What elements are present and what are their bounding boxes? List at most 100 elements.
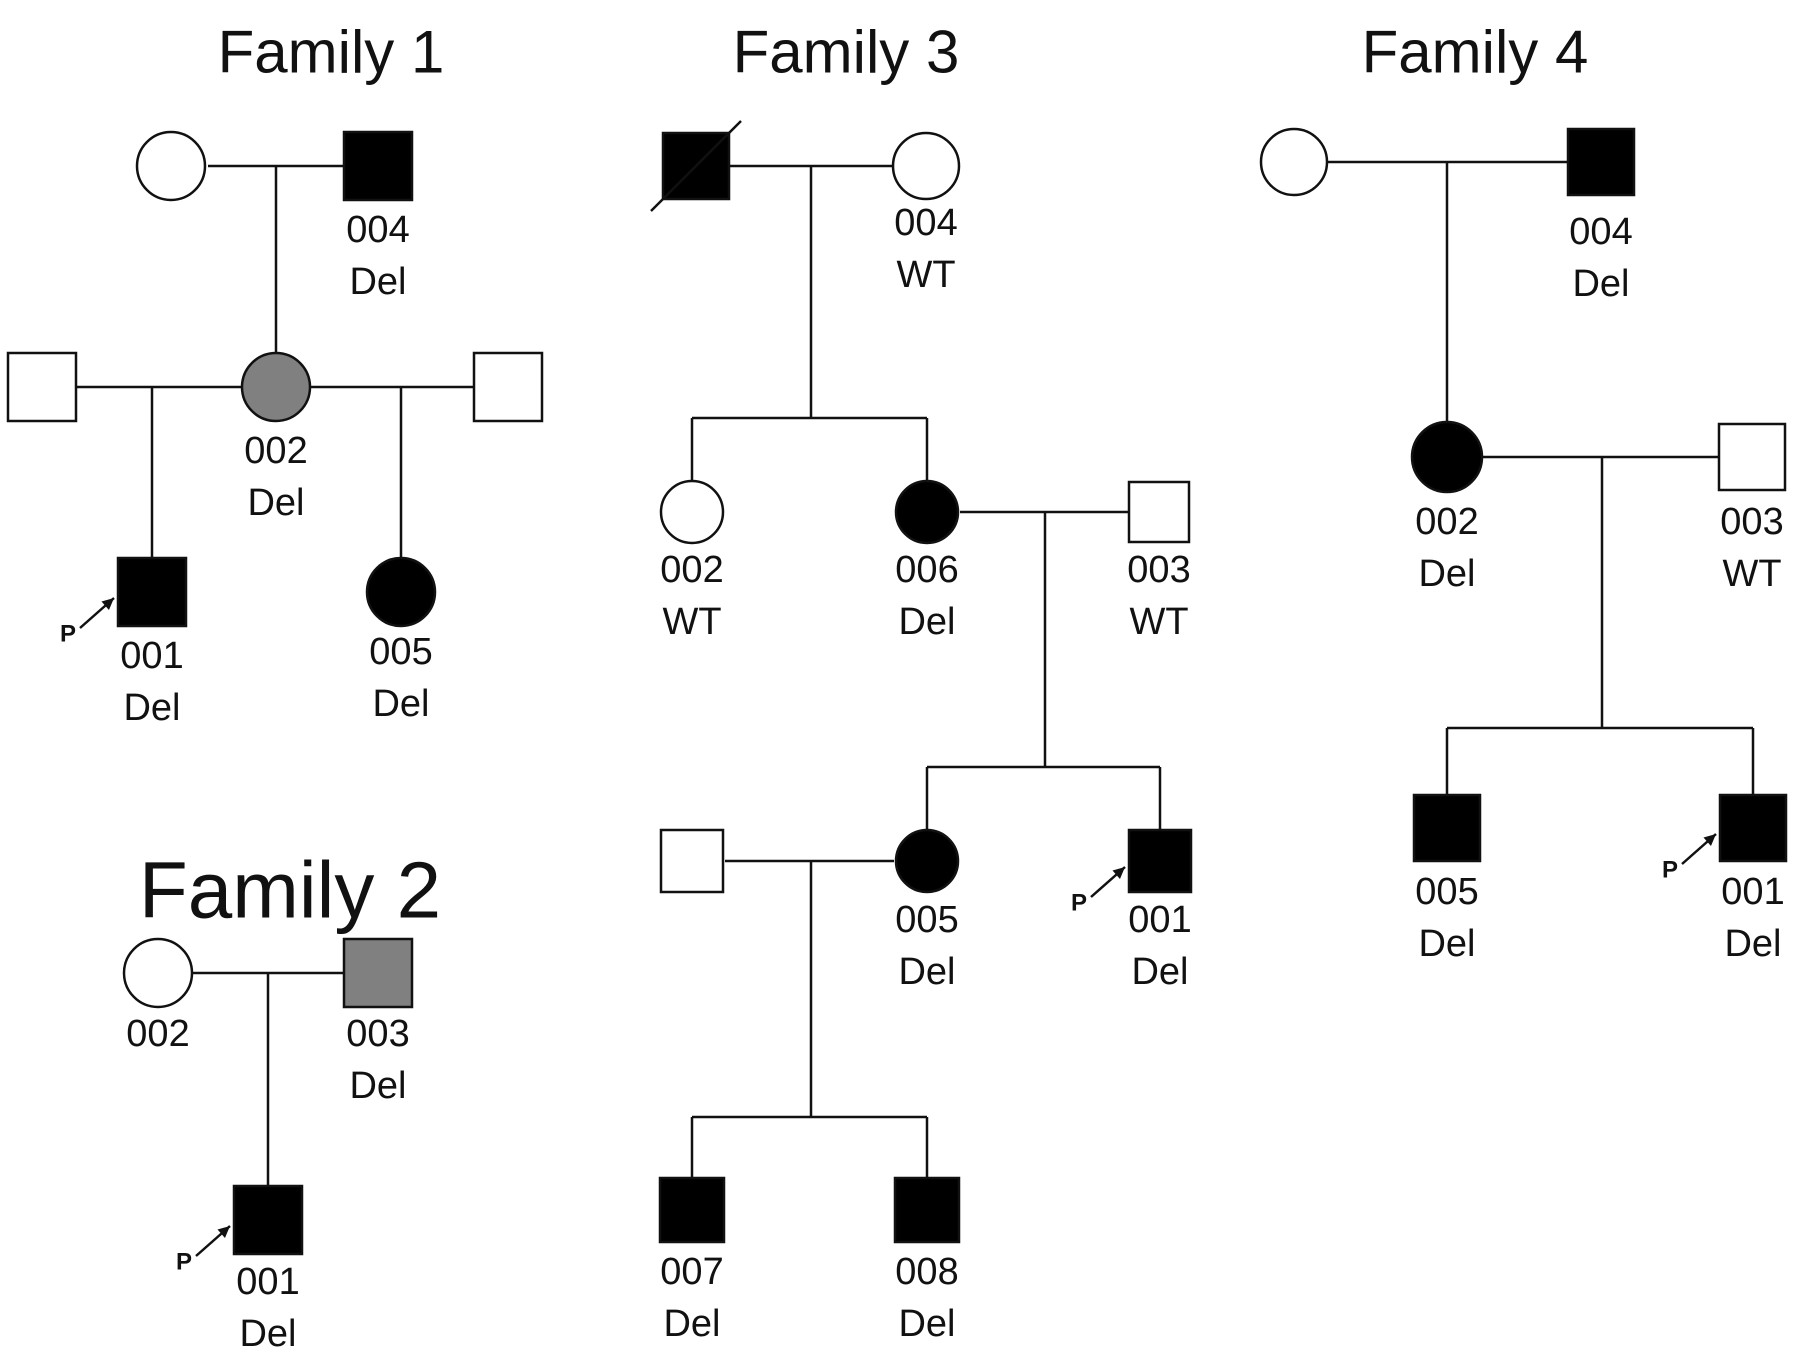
person-id-label: 002 — [1415, 501, 1478, 543]
person-f3-sister-partner — [659, 828, 725, 894]
family-title: Family 3 — [733, 19, 960, 86]
genotype-label: WT — [1722, 553, 1781, 595]
affected-male-square — [1718, 793, 1788, 863]
family-title: Family 4 — [1362, 19, 1589, 86]
person-id-label: 002 — [244, 430, 307, 472]
person-id-label: 001 — [1721, 871, 1784, 913]
proband-arrow-icon — [195, 1225, 231, 1257]
person-id-label: 004 — [346, 209, 409, 251]
genotype-label: Del — [1418, 923, 1475, 965]
relationship-lines — [76, 160, 1755, 1187]
genotype-label: Del — [349, 1065, 406, 1107]
affected-female-circle — [894, 828, 960, 894]
person-id-label: 008 — [895, 1251, 958, 1293]
affected-male-square — [1412, 793, 1482, 863]
person-id-label: 003 — [346, 1013, 409, 1055]
person-f3-grandfather — [650, 120, 742, 212]
person-id-label: 003 — [1127, 549, 1190, 591]
person-id-label: 001 — [120, 635, 183, 677]
person-id-label: 002 — [660, 549, 723, 591]
carrier-male-square — [342, 937, 414, 1009]
deceased-slash — [650, 120, 742, 212]
genotype-label: Del — [349, 261, 406, 303]
person-id-label: 001 — [236, 1261, 299, 1303]
unaffected-male-square — [1127, 480, 1191, 544]
genotype-label: WT — [662, 601, 721, 643]
family-title: Family 2 — [139, 846, 441, 935]
genotype-label: WT — [1129, 601, 1188, 643]
person-id-label: 006 — [895, 549, 958, 591]
person-f4-grandmother — [1259, 127, 1329, 197]
genotype-label: Del — [663, 1303, 720, 1345]
unaffected-male-square — [659, 828, 725, 894]
unaffected-female-circle — [122, 937, 194, 1009]
genotype-label: WT — [896, 254, 955, 296]
unaffected-female-circle — [135, 130, 207, 202]
affected-male-square — [116, 556, 188, 628]
affected-male-square — [658, 1176, 726, 1244]
genotype-label: Del — [898, 951, 955, 993]
affected-male-square — [893, 1176, 961, 1244]
person-id-label: 005 — [895, 899, 958, 941]
unaffected-male-square — [1717, 422, 1787, 492]
affected-male-square — [1127, 828, 1193, 894]
genotype-label: Del — [898, 1303, 955, 1345]
family-title: Family 1 — [218, 19, 445, 86]
genotype-label: Del — [1724, 923, 1781, 965]
proband-arrow-icon — [1681, 833, 1717, 865]
genotype-label: Del — [1131, 951, 1188, 993]
affected-female-circle — [1410, 420, 1484, 494]
affected-female-circle — [894, 479, 960, 545]
genotype-label: Del — [123, 687, 180, 729]
genotype-label: Del — [1418, 553, 1475, 595]
proband-marker: P — [60, 621, 76, 648]
affected-male-square — [1566, 127, 1636, 197]
genotype-label: Del — [239, 1313, 296, 1355]
unaffected-female-circle — [659, 479, 725, 545]
unaffected-male-square — [6, 351, 78, 423]
proband-arrow-icon — [1090, 866, 1126, 898]
affected-female-circle — [365, 556, 437, 628]
genotype-label: Del — [372, 683, 429, 725]
person-f1-grandmother — [135, 130, 207, 202]
genotype-label: Del — [898, 601, 955, 643]
person-id-label: 005 — [1415, 871, 1478, 913]
carrier-female-circle — [240, 351, 312, 423]
genotype-label: Del — [1572, 263, 1629, 305]
proband-marker: P — [1071, 890, 1087, 917]
person-f1-partner-right — [472, 351, 544, 423]
person-id-label: 003 — [1720, 501, 1783, 543]
person-id-label: 001 — [1128, 899, 1191, 941]
affected-male-square — [342, 130, 414, 202]
person-id-label: 005 — [369, 631, 432, 673]
unaffected-female-circle — [891, 131, 961, 201]
person-f2-mother: 002 — [122, 937, 194, 1055]
affected-male-square — [232, 1184, 304, 1256]
person-id-label: 007 — [660, 1251, 723, 1293]
proband-marker: P — [176, 1249, 192, 1276]
genotype-label: Del — [247, 482, 304, 524]
person-id-label: 004 — [894, 202, 957, 244]
person-id-label: 002 — [126, 1013, 189, 1055]
unaffected-female-circle — [1259, 127, 1329, 197]
person-f1-partner-left — [6, 351, 78, 423]
proband-arrow-icon — [79, 597, 115, 629]
